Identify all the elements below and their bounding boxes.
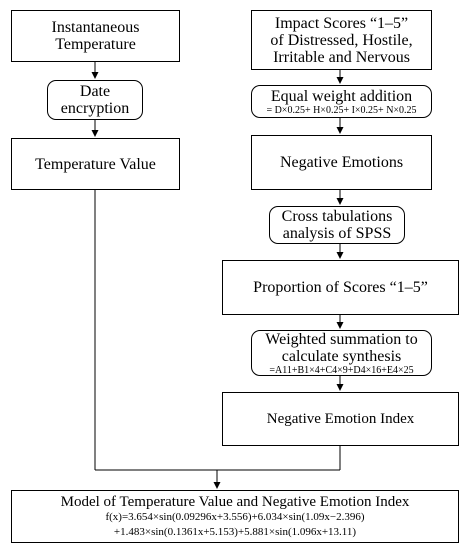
negative-emotions-box: Negative Emotions: [251, 135, 432, 190]
cross-tabulations-line2: analysis of SPSS: [282, 225, 392, 242]
impact-scores-line3: Irritable and Nervous: [273, 48, 410, 66]
date-encryption-line2: encryption: [60, 100, 130, 117]
date-encryption-line1: Date: [79, 83, 111, 100]
instantaneous-temperature-box: Instantaneous Temperature: [11, 10, 180, 62]
instantaneous-temperature-line2: Temperature: [55, 36, 136, 53]
equal-weight-box: Equal weight addition = D×0.25+ H×0.25+ …: [251, 85, 432, 118]
impact-scores-line2: of Distressed, Hostile,: [270, 31, 413, 49]
cross-tabulations-line1: Cross tabulations: [281, 208, 393, 225]
equal-weight-formula: = D×0.25+ H×0.25+ I×0.25+ N×0.25: [266, 104, 417, 116]
temperature-value-label: Temperature Value: [35, 155, 156, 173]
impact-scores-box: Impact Scores “1–5” of Distressed, Hosti…: [251, 10, 432, 70]
proportion-scores-box: Proportion of Scores “1–5”: [222, 260, 459, 315]
cross-tabulations-box: Cross tabulations analysis of SPSS: [269, 206, 405, 244]
negative-emotions-label: Negative Emotions: [279, 154, 404, 171]
proportion-scores-label: Proportion of Scores “1–5”: [253, 279, 428, 296]
model-box: Model of Temperature Value and Negative …: [11, 490, 459, 543]
weighted-summation-formula: =A11+B1×4+C4×9+D4×16+E4×25: [269, 364, 414, 376]
weighted-summation-line2: calculate synthesis: [281, 347, 402, 365]
model-formula-line1: f(x)=3.654×sin(0.09296x+3.556)+6.034×sin…: [105, 510, 365, 523]
impact-scores-line1: Impact Scores “1–5”: [274, 14, 409, 32]
negative-emotion-index-label: Negative Emotion Index: [266, 411, 415, 427]
weighted-summation-box: Weighted summation to calculate synthesi…: [251, 330, 432, 376]
equal-weight-title: Equal weight addition: [270, 87, 413, 105]
temperature-value-box: Temperature Value: [11, 138, 180, 190]
instantaneous-temperature-line1: Instantaneous: [51, 19, 140, 36]
model-title: Model of Temperature Value and Negative …: [60, 493, 410, 510]
negative-emotion-index-box: Negative Emotion Index: [222, 392, 459, 446]
date-encryption-box: Date encryption: [47, 80, 143, 120]
model-formula-line2: +1.483×sin(0.1361x+5.153)+5.881×sin(1.09…: [113, 525, 357, 538]
weighted-summation-line1: Weighted summation to: [265, 330, 418, 348]
